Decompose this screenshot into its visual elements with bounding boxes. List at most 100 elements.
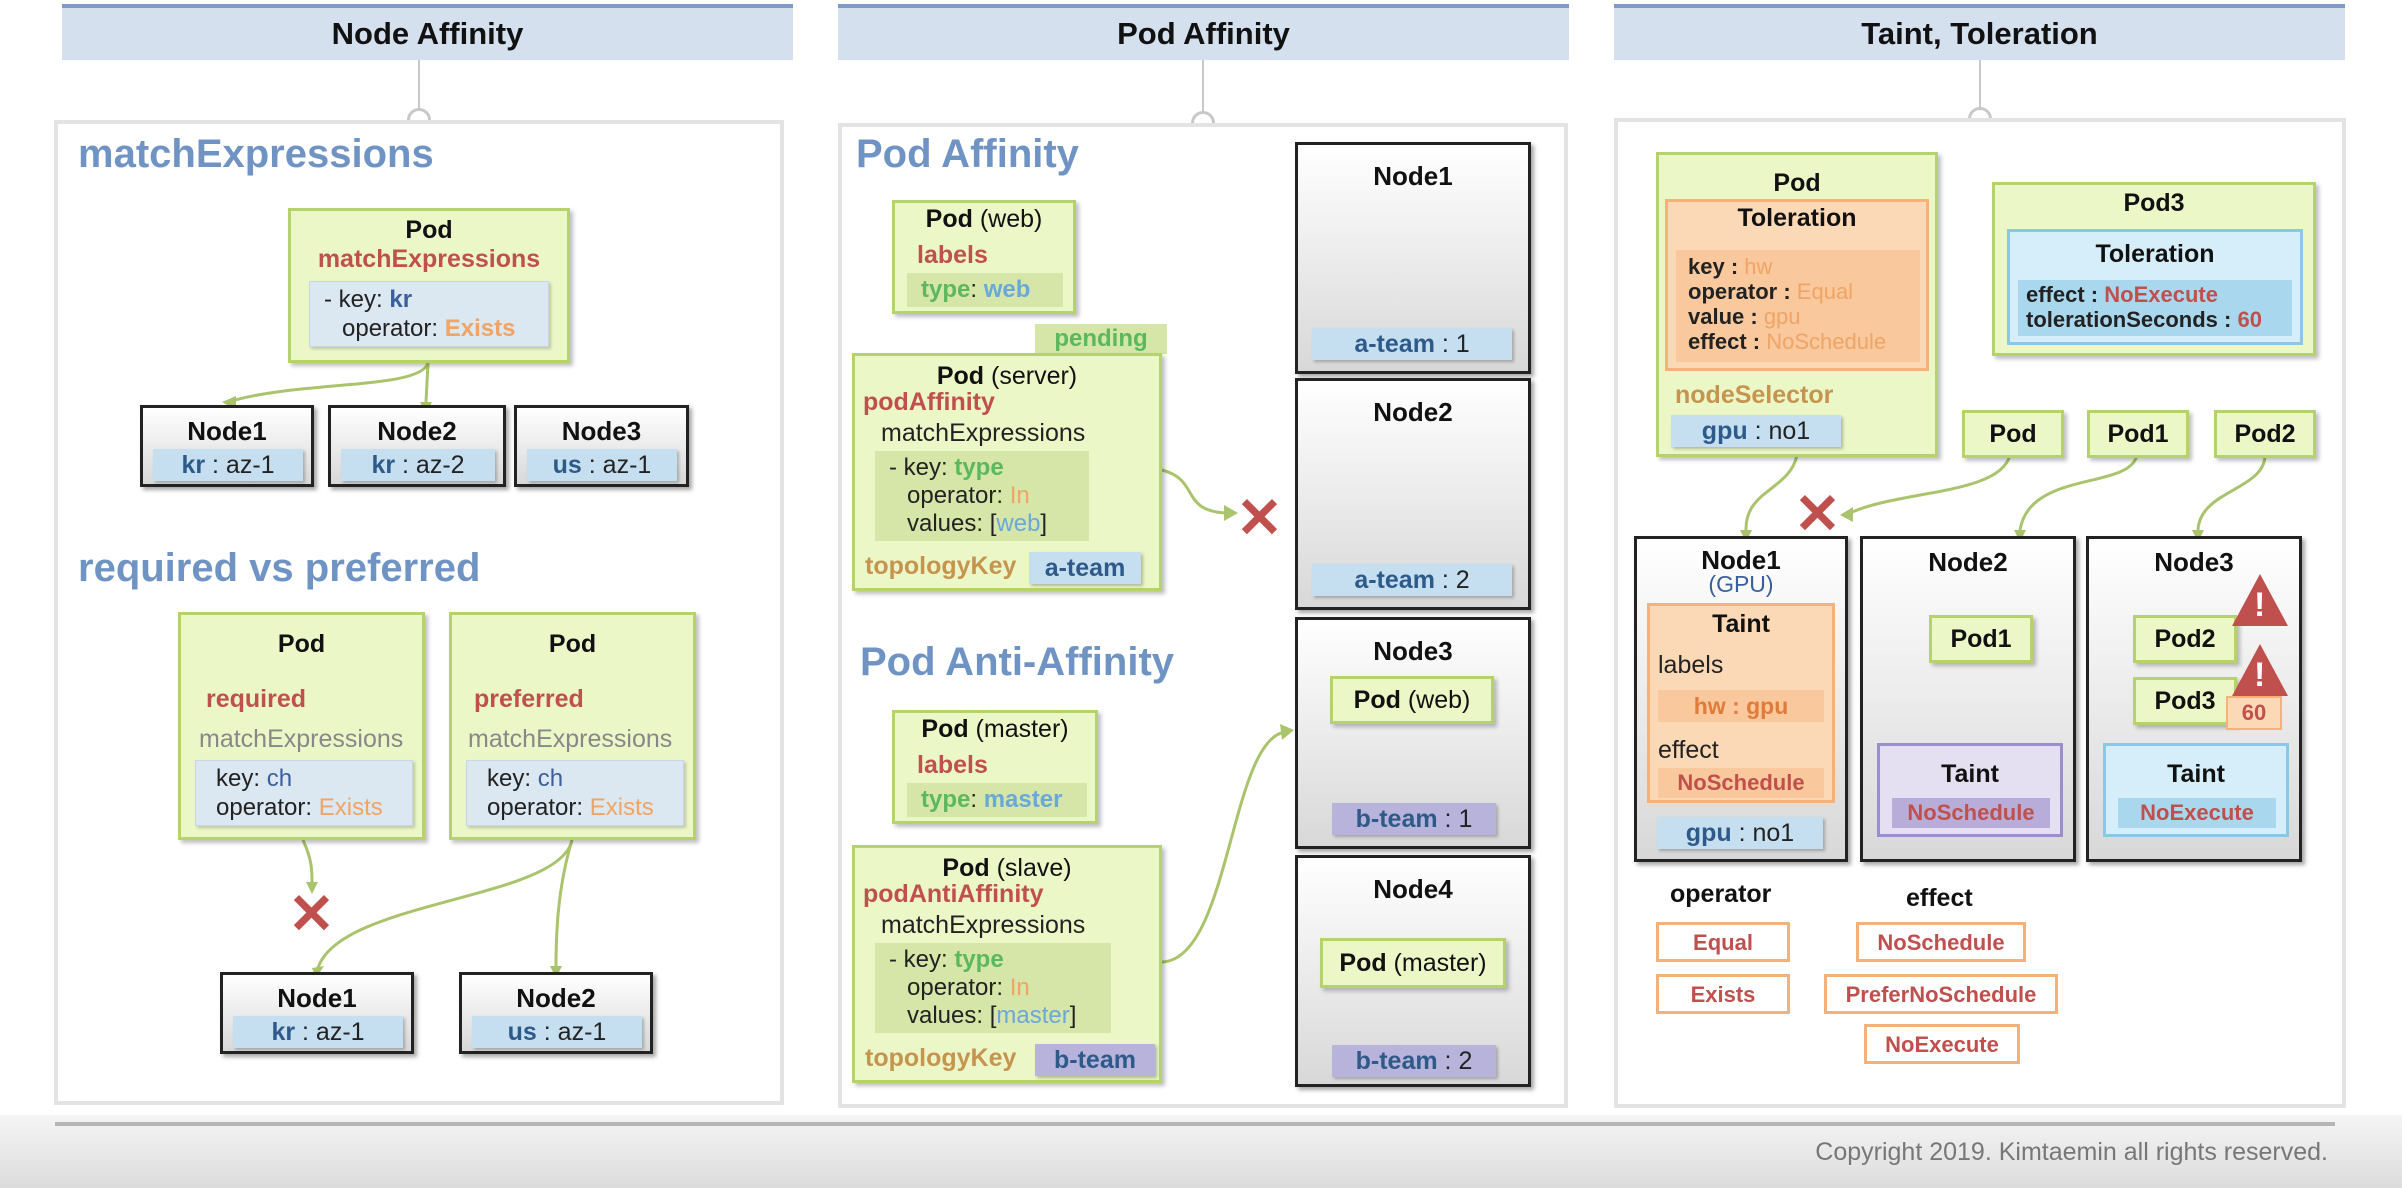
pending-badge: pending bbox=[1035, 324, 1167, 354]
node-selector-value: gpu : no1 bbox=[1671, 415, 1841, 447]
pod-server: Pod (server) podAffinity matchExpression… bbox=[852, 353, 1162, 591]
effect-prefer-noschedule: PreferNoSchedule bbox=[1824, 974, 2058, 1014]
match-expressions-label: matchExpressions bbox=[468, 725, 673, 753]
tt-small-pod2: Pod2 bbox=[2214, 410, 2316, 458]
section-header-taint-toleration: Taint, Toleration bbox=[1614, 4, 2345, 60]
section-header-pod-affinity: Pod Affinity bbox=[838, 4, 1569, 60]
pod3-on-node3: Pod3 bbox=[2133, 677, 2237, 725]
effect-label: effect bbox=[1658, 736, 1719, 764]
toleration-title: Toleration bbox=[2095, 240, 2215, 268]
tt-small-pod1: Pod1 bbox=[2087, 410, 2189, 458]
labels-label: labels bbox=[1658, 651, 1724, 679]
pod-web: Pod (web) labels type: web bbox=[892, 200, 1076, 314]
pod-title: Pod3 bbox=[2123, 189, 2185, 217]
effect-value: NoExecute bbox=[2118, 798, 2276, 828]
pod-title: Pod (master) bbox=[921, 715, 1069, 743]
pod-title: Pod bbox=[548, 630, 597, 658]
match-expressions-label: matchExpressions bbox=[881, 911, 1086, 939]
node-title: Node2 bbox=[1928, 547, 2008, 577]
tt-node-1: Node1 (GPU) Taint labels hw : gpu effect… bbox=[1634, 536, 1848, 862]
footer bbox=[0, 1115, 2402, 1188]
toleration-fields: effect : NoExecute tolerationSeconds : 6… bbox=[2018, 280, 2292, 336]
labels-label: labels bbox=[917, 751, 988, 779]
team-label: b-team : 1 bbox=[1332, 803, 1496, 835]
tt-small-pod: Pod bbox=[1962, 410, 2064, 458]
preferred-label: preferred bbox=[474, 685, 584, 713]
label-value: hw : gpu bbox=[1658, 690, 1824, 722]
node-title: Node1 bbox=[1701, 545, 1781, 575]
connector-line bbox=[1979, 60, 1981, 108]
pod-title: Pod bbox=[405, 216, 453, 244]
pod-title: Pod bbox=[277, 630, 326, 658]
footer-divider bbox=[55, 1122, 2335, 1126]
toleration-title: Toleration bbox=[1737, 204, 1857, 232]
node-title: Node2 bbox=[1373, 397, 1453, 427]
pod-slave: Pod (slave) podAntiAffinity matchExpress… bbox=[852, 845, 1162, 1083]
effect-noexecute: NoExecute bbox=[1864, 1024, 2020, 1064]
expr-op-prefix: operator: bbox=[342, 315, 445, 342]
pod-match-expressions: Pod matchExpressions - key: kr operator:… bbox=[288, 208, 570, 363]
effect-noschedule: NoSchedule bbox=[1856, 922, 2026, 962]
tt-node-2: Node2 Pod1 Taint NoSchedule bbox=[1860, 536, 2076, 862]
pod-title: Pod bbox=[1773, 169, 1821, 197]
operator-title: operator bbox=[1670, 880, 1772, 908]
operator-equal: Equal bbox=[1656, 922, 1790, 962]
effect-title: effect bbox=[1906, 884, 1973, 912]
node-2: Node2 kr : az-2 bbox=[328, 405, 506, 487]
copyright-text: Copyright 2019. Kimtaemin all rights res… bbox=[1815, 1138, 2328, 1166]
team-label: b-team : 2 bbox=[1332, 1045, 1496, 1077]
pod2-on-node3: Pod2 bbox=[2133, 615, 2237, 663]
pod-affinity-label: podAffinity bbox=[863, 388, 995, 416]
pod-web-on-node3: Pod (web) bbox=[1330, 676, 1494, 724]
node-title: Node1 bbox=[187, 416, 267, 446]
node-label: us : az-1 bbox=[527, 449, 677, 481]
effect-value: NoSchedule bbox=[1658, 768, 1824, 798]
node-3: Node3 us : az-1 bbox=[514, 405, 689, 487]
cross-icon: ✕ bbox=[1794, 482, 1841, 545]
node-selector-label: nodeSelector bbox=[1675, 381, 1834, 409]
pod-required: Pod required matchExpressions key: ch op… bbox=[178, 612, 425, 840]
connector-line bbox=[418, 60, 420, 110]
warning-icon bbox=[2232, 574, 2288, 626]
warning-mark: ! bbox=[2254, 656, 2266, 694]
pa-node-4: Node4 Pod (master) b-team : 2 bbox=[1295, 855, 1531, 1087]
expr-key: kr bbox=[389, 286, 413, 313]
pod-preferred: Pod preferred matchExpressions key: ch o… bbox=[449, 612, 696, 840]
title-pod-affinity: Pod Affinity bbox=[856, 132, 1079, 176]
node-label: kr : az-1 bbox=[233, 1016, 403, 1048]
pa-node-2: Node2 a-team : 2 bbox=[1295, 378, 1531, 610]
expr-op: Exists bbox=[444, 315, 516, 342]
operator-exists: Exists bbox=[1656, 974, 1790, 1014]
taint-box: Taint NoSchedule bbox=[1877, 743, 2063, 837]
pa-node-1: Node1 a-team : 1 bbox=[1295, 142, 1531, 374]
tt-pod3: Pod3 Toleration effect : NoExecute toler… bbox=[1992, 182, 2316, 356]
taint-title: Taint bbox=[1941, 760, 1999, 788]
pod1-on-node2: Pod1 bbox=[1929, 615, 2033, 663]
team-label: a-team : 1 bbox=[1312, 328, 1512, 360]
title-required-vs-preferred: required vs preferred bbox=[78, 546, 481, 590]
node-title: Node2 bbox=[377, 416, 457, 446]
label-value-box: type: master bbox=[907, 783, 1087, 817]
node-title: Node3 bbox=[1373, 636, 1453, 666]
pod-title: Pod (web) bbox=[925, 205, 1043, 233]
node-title: Node3 bbox=[2154, 547, 2234, 577]
pod-master: Pod (master) labels type: master bbox=[892, 710, 1098, 824]
warning-icon bbox=[2232, 644, 2288, 696]
section-header-node-affinity: Node Affinity bbox=[62, 4, 793, 60]
expression-box: key: ch operator: Exists bbox=[195, 760, 413, 826]
toleration-box: Toleration effect : NoExecute toleration… bbox=[2007, 229, 2303, 345]
taint-title: Taint bbox=[1712, 610, 1770, 638]
pod-master-on-node4: Pod (master) bbox=[1320, 938, 1506, 988]
tt-pod-toleration: Pod Toleration key : hw operator : Equal… bbox=[1656, 152, 1938, 457]
pod-title: Pod (server) bbox=[936, 362, 1078, 390]
expression-box: - key: kr operator: Exists bbox=[309, 281, 549, 347]
labels-label: labels bbox=[917, 241, 988, 269]
node-title: Node1 bbox=[277, 983, 357, 1013]
team-label: a-team : 2 bbox=[1312, 564, 1512, 596]
expression-box: - key: type operator: In values: [web] bbox=[875, 451, 1089, 541]
effect-value: NoSchedule bbox=[1892, 798, 2050, 828]
taint-box: Taint labels hw : gpu effect NoSchedule bbox=[1647, 603, 1835, 803]
topology-key-value: a-team bbox=[1029, 552, 1141, 584]
cross-icon: ✕ bbox=[288, 882, 335, 945]
topology-key-label: topologyKey bbox=[865, 1044, 1017, 1072]
